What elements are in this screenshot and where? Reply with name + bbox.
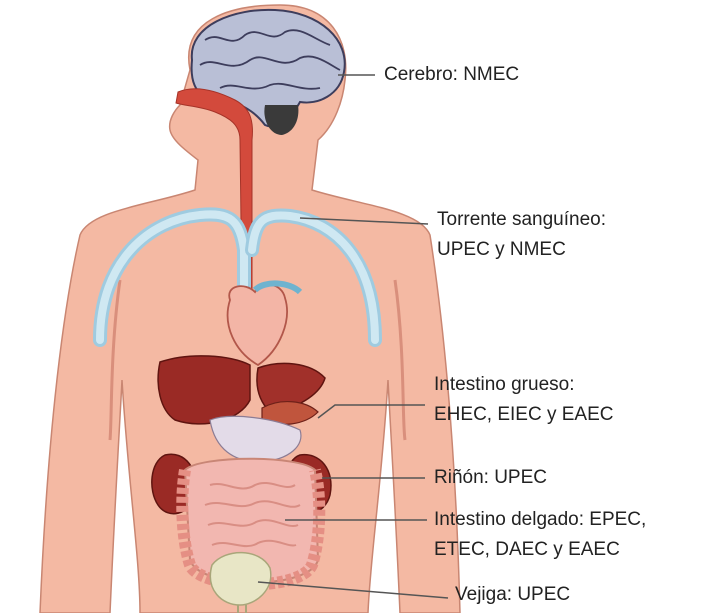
- label-bloodstream: Torrente sanguíneo: UPEC y NMEC: [437, 205, 606, 265]
- label-bloodstream-line-1: Torrente sanguíneo:: [437, 205, 606, 235]
- label-brain: Cerebro: NMEC: [384, 60, 519, 90]
- label-small-intestine: Intestino delgado: EPEC, ETEC, DAEC y EA…: [434, 505, 646, 565]
- label-small-intestine-line-1: Intestino delgado: EPEC,: [434, 505, 646, 535]
- label-large-intestine-line-1: Intestino grueso:: [434, 370, 614, 400]
- label-small-intestine-line-2: ETEC, DAEC y EAEC: [434, 535, 646, 565]
- label-large-intestine-line-2: EHEC, EIEC y EAEC: [434, 400, 614, 430]
- label-bloodstream-line-2: UPEC y NMEC: [437, 235, 606, 265]
- label-bladder: Vejiga: UPEC: [455, 580, 570, 610]
- label-large-intestine: Intestino grueso: EHEC, EIEC y EAEC: [434, 370, 614, 430]
- label-kidney: Riñón: UPEC: [434, 463, 547, 493]
